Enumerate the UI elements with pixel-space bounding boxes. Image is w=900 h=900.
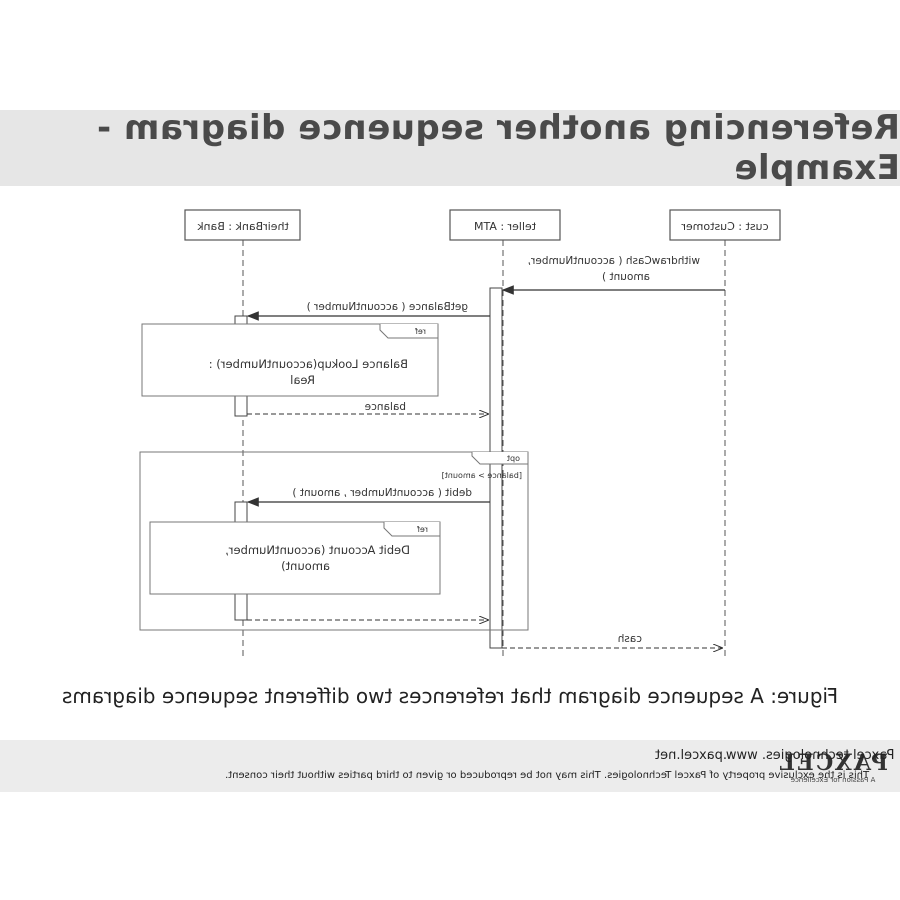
lifeline-customer-label: cust : Customer: [681, 220, 769, 233]
opt-fragment: opt [balance > amount]: [139, 451, 529, 631]
message-get-balance-label: getBalance ( accountNumber ): [307, 301, 468, 313]
message-withdraw-cash-label: withdrawCash ( accountNumber,: [528, 255, 700, 267]
title-band: Referencing another sequence diagram - E…: [0, 108, 900, 188]
lifeline-customer: cust : Customer: [669, 209, 781, 660]
opt-tag: opt: [507, 454, 520, 463]
ref-frame-debit-account: ref Debit Account (accountNumber, amount…: [149, 521, 441, 595]
ref-2-line2: amount): [281, 559, 330, 573]
atm-activation: [489, 287, 503, 649]
figure-caption: Figure: A sequence diagram that referenc…: [61, 684, 839, 708]
ref-1-line2: Real: [290, 373, 315, 387]
ref-2-line1: Debit Account (accountNumber,: [225, 543, 410, 557]
message-get-balance: getBalance ( accountNumber ): [246, 301, 490, 321]
ref-tag-1: ref: [415, 327, 426, 336]
lifeline-atm: teller : ATM: [449, 209, 561, 660]
ref-frame-balance-lookup: ref Balance Lookup(accountNumber) : Real: [141, 323, 439, 397]
footer-company: Paxcel technologies. www.paxcel.net: [655, 748, 895, 763]
footer-band: PAXCEL A Passion for Excellence Paxcel t…: [0, 740, 900, 792]
ref-tag-2: ref: [417, 525, 428, 534]
message-balance-label: balance: [365, 401, 406, 413]
message-balance-return: balance: [247, 401, 488, 414]
footer-notice: This is the exclusive property of Paxcel…: [225, 770, 870, 781]
footer-content: PAXCEL A Passion for Excellence Paxcel t…: [0, 740, 900, 792]
lifeline-atm-label: teller : ATM: [474, 220, 536, 233]
lifeline-bank: theirBank : Bank: [184, 209, 301, 660]
message-debit-label: debit ( accountNumber , amount ): [292, 487, 472, 499]
message-cash-label: cash: [618, 633, 642, 645]
message-cash: cash: [502, 633, 722, 648]
ref-1-line1: Balance Lookup(accountNumber) :: [209, 357, 408, 371]
message-debit: debit ( accountNumber , amount ): [246, 487, 490, 507]
lifeline-bank-label: theirBank : Bank: [197, 220, 289, 233]
opt-guard: [balance > amount]: [442, 471, 522, 480]
message-withdraw-cash-label-2: amount ): [602, 271, 650, 283]
message-withdraw-cash: withdrawCash ( accountNumber, amount ): [501, 255, 725, 295]
